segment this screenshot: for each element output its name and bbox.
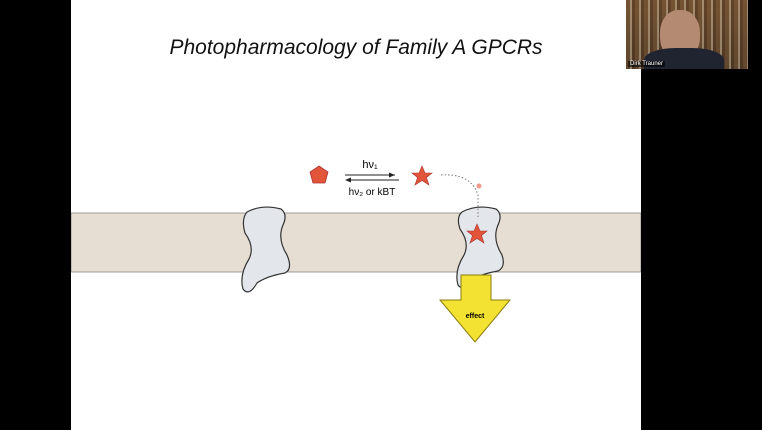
slide-title: Photopharmacology of Family A GPCRs (169, 36, 543, 59)
presentation-slide: Photopharmacology of Family A GPCRs hν₁ … (71, 0, 641, 430)
reverse-label: hν₂ or kBT (349, 187, 396, 198)
participant-name: Dirk Trauner (628, 61, 666, 67)
cell-membrane (71, 212, 641, 273)
participant-video-tile[interactable]: Dirk Trauner (626, 0, 748, 69)
effect-arrow-icon (438, 274, 512, 343)
binding-path-arrow (440, 174, 479, 217)
gpcr-diagram: hν₁ hν₂ or kBT effect (71, 159, 641, 343)
forward-arrow-icon (389, 172, 395, 178)
bound-ligand-star-icon (466, 223, 488, 244)
light-spark (476, 183, 482, 189)
ligand-star-icon (411, 165, 433, 186)
ligand-pentagon-icon (309, 165, 329, 184)
forward-label: hν₁ (362, 159, 378, 171)
inactive-receptor (241, 206, 291, 293)
effect-label: effect (466, 313, 485, 320)
reverse-arrow-icon (345, 177, 351, 183)
